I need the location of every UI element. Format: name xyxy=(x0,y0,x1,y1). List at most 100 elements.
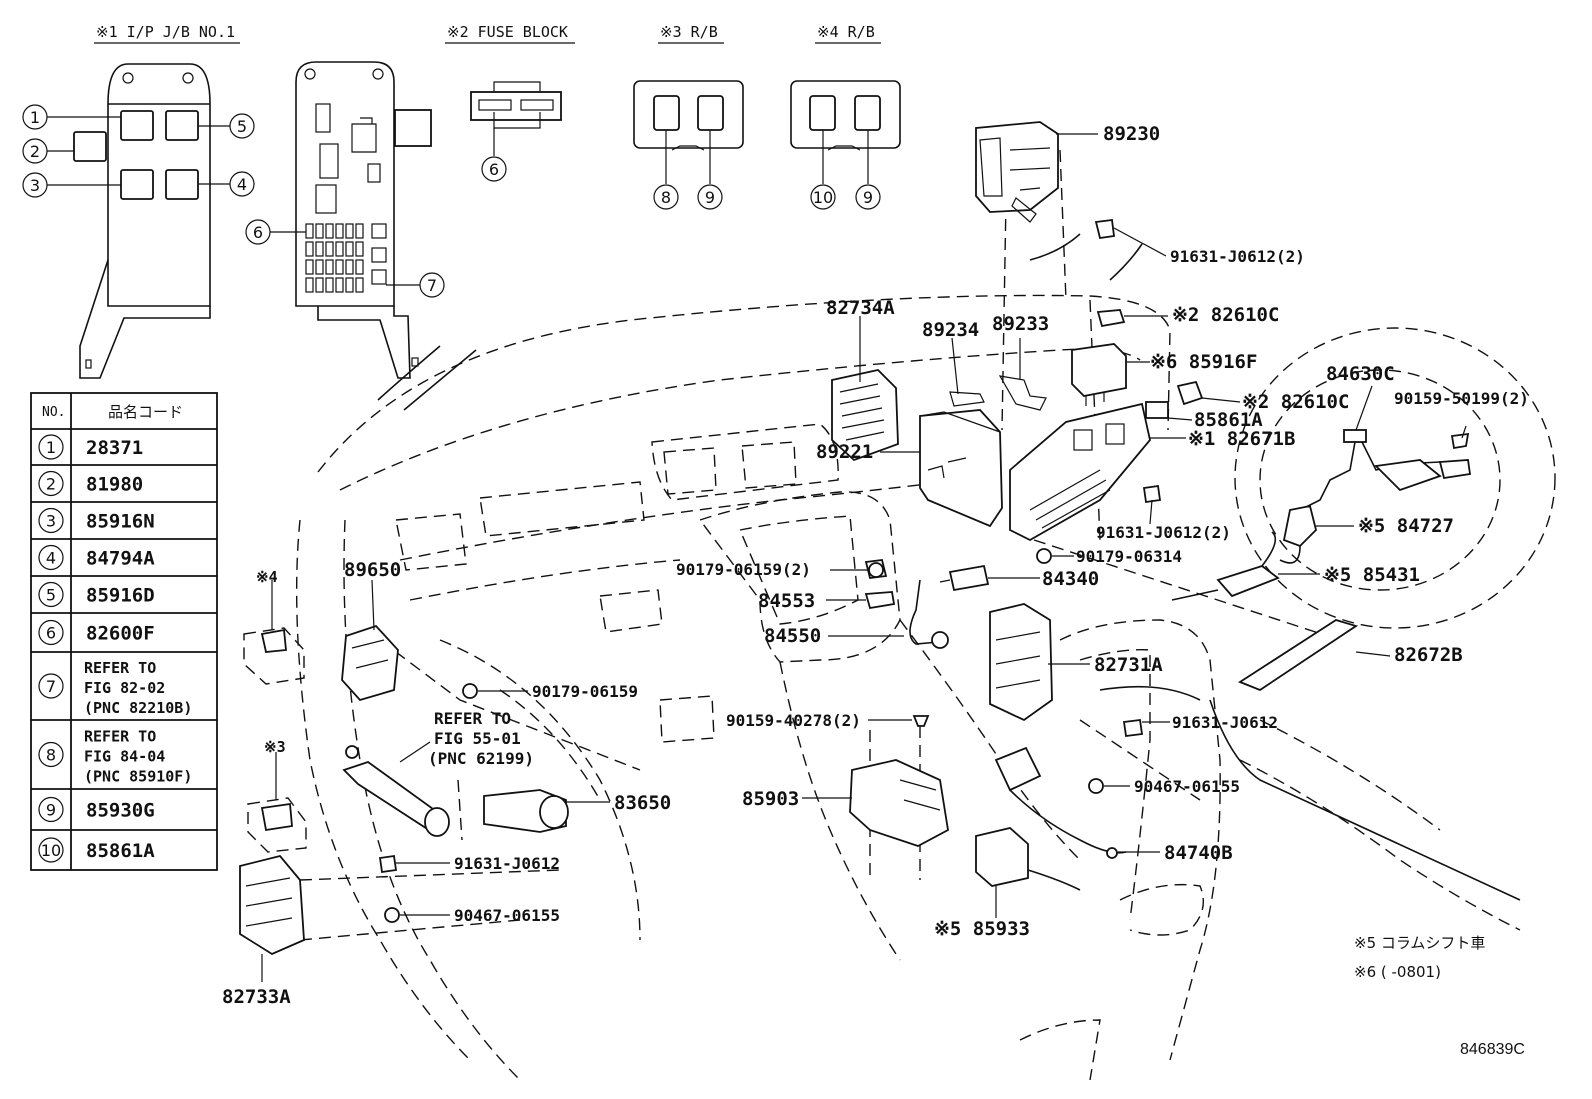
part-82734A-shape xyxy=(831,369,899,462)
fuse-slot xyxy=(325,277,334,293)
fuse-slot xyxy=(335,259,344,275)
fuse-slot xyxy=(345,241,354,257)
label-84630C: 84630C xyxy=(1326,363,1395,385)
svg-text:9: 9 xyxy=(863,188,873,207)
table-row-code: 81980 xyxy=(86,474,143,496)
table-row-number: 4 xyxy=(46,549,56,568)
label-90179-06159: 90179-06159 xyxy=(532,682,638,701)
part-82733A-shape xyxy=(239,854,305,956)
fuse-slot xyxy=(305,277,314,293)
label-82671B: ※1 82671B xyxy=(1188,428,1295,450)
label-84740B: 84740B xyxy=(1164,842,1233,864)
table-row-code: FIG 82-02 xyxy=(84,679,165,697)
table-row-code: 85916N xyxy=(86,511,155,533)
part-84550-shape xyxy=(909,579,939,645)
svg-text:9: 9 xyxy=(705,188,715,207)
part-83650-shape xyxy=(483,789,569,833)
fuse-slot xyxy=(345,259,354,275)
svg-text:1: 1 xyxy=(30,108,40,127)
fuse-slot xyxy=(305,223,314,239)
label-82733A: 82733A xyxy=(222,986,291,1008)
table-row-number-circle xyxy=(38,581,64,608)
leader-lines xyxy=(261,133,1467,982)
note-column-shift: ※5 コラムシフト車 xyxy=(1354,934,1485,952)
part-62199-duct-shape xyxy=(342,745,450,837)
fuse-slot xyxy=(335,277,344,293)
table-row-code: 85861A xyxy=(86,840,155,862)
callout-9-rb3: 9 xyxy=(697,184,723,210)
fuse-slot xyxy=(355,277,364,293)
instrument-panel-outline xyxy=(295,149,1556,1081)
fuse-block xyxy=(295,61,432,379)
part-84553-shape xyxy=(864,591,896,610)
fuse-slot xyxy=(355,241,364,257)
fuse-slot-large xyxy=(371,223,387,239)
ip-junction-block xyxy=(73,63,211,379)
part-84740B-shape xyxy=(994,746,1127,859)
label-ref-4: ※4 xyxy=(256,568,278,586)
relay-block-4 xyxy=(790,80,901,184)
label-85933: ※5 85933 xyxy=(934,918,1030,940)
fuse-slot xyxy=(325,259,334,275)
fuse-slot xyxy=(345,277,354,293)
label-82731A: 82731A xyxy=(1094,654,1163,676)
part-85861A-shape xyxy=(1145,401,1169,419)
table-row-number: 5 xyxy=(46,586,56,605)
fuse-block-detail xyxy=(470,81,562,156)
svg-text:6: 6 xyxy=(253,223,263,242)
box-title-fuse-block: ※2 FUSE BLOCK xyxy=(447,23,568,41)
svg-text:10: 10 xyxy=(813,188,833,207)
svg-text:8: 8 xyxy=(661,188,671,207)
label-fig-55-01: FIG 55-01 xyxy=(434,729,521,748)
table-row-number: 3 xyxy=(46,512,56,531)
label-89221: 89221 xyxy=(816,441,873,463)
table-row-code: REFER TO xyxy=(84,728,156,746)
table-row-code: REFER TO xyxy=(84,659,156,677)
part-82610C-shape-2 xyxy=(1176,380,1204,406)
fuse-slot xyxy=(345,223,354,239)
table-row-number: 1 xyxy=(46,438,56,457)
label-82610C-top: ※2 82610C xyxy=(1172,304,1279,326)
fuse-slot xyxy=(355,259,364,275)
part-85916F-shape xyxy=(1071,343,1127,406)
label-82672B: 82672B xyxy=(1394,644,1463,666)
label-85431: ※5 85431 xyxy=(1324,564,1420,586)
callout-6-fuse: 6 xyxy=(245,219,271,245)
part-85903-shape xyxy=(849,759,949,847)
svg-text:3: 3 xyxy=(30,176,40,195)
callout-9-rb4: 9 xyxy=(855,184,881,210)
part-82610C-shape-1 xyxy=(1096,309,1126,328)
callout-7: 7 xyxy=(419,272,445,298)
box-title-rb4: ※4 R/B xyxy=(817,23,875,41)
table-row-code: FIG 84-04 xyxy=(84,748,165,766)
fuse-slot xyxy=(335,223,344,239)
relay-block-3 xyxy=(633,80,744,184)
table-row-number-circle xyxy=(38,796,64,823)
label-82734A: 82734A xyxy=(826,297,895,319)
bolt-shapes xyxy=(378,218,1162,923)
table-row-code: 82600F xyxy=(86,623,155,645)
label-84340: 84340 xyxy=(1042,568,1099,590)
table-row-code: 85916D xyxy=(86,585,155,607)
table-row-number: 6 xyxy=(46,624,56,643)
fuse-slot xyxy=(315,259,324,275)
table-header-no: NO. xyxy=(42,405,65,420)
label-pnc-62199: (PNC 62199) xyxy=(428,749,534,768)
label-84550: 84550 xyxy=(764,625,821,647)
label-91631-J0612-left: 91631-J0612 xyxy=(454,854,560,873)
part-90159-50199-shape xyxy=(1450,432,1470,450)
table-row-number-circle xyxy=(38,741,64,768)
svg-text:6: 6 xyxy=(489,160,499,179)
label-90179-06314: 90179-06314 xyxy=(1076,547,1182,566)
label-91631-J0612-2-mid: 91631-J0612(2) xyxy=(1096,523,1231,542)
fuse-slot xyxy=(325,223,334,239)
callout-5: 5 xyxy=(229,113,255,139)
table-row-code: 85930G xyxy=(86,800,155,822)
part-84630C-shape xyxy=(1299,429,1472,511)
label-89234: 89234 xyxy=(922,319,979,341)
table-header-code: 品名コード xyxy=(108,403,183,421)
box-title-ip-jb: ※1 I/P J/B NO.1 xyxy=(96,23,235,41)
